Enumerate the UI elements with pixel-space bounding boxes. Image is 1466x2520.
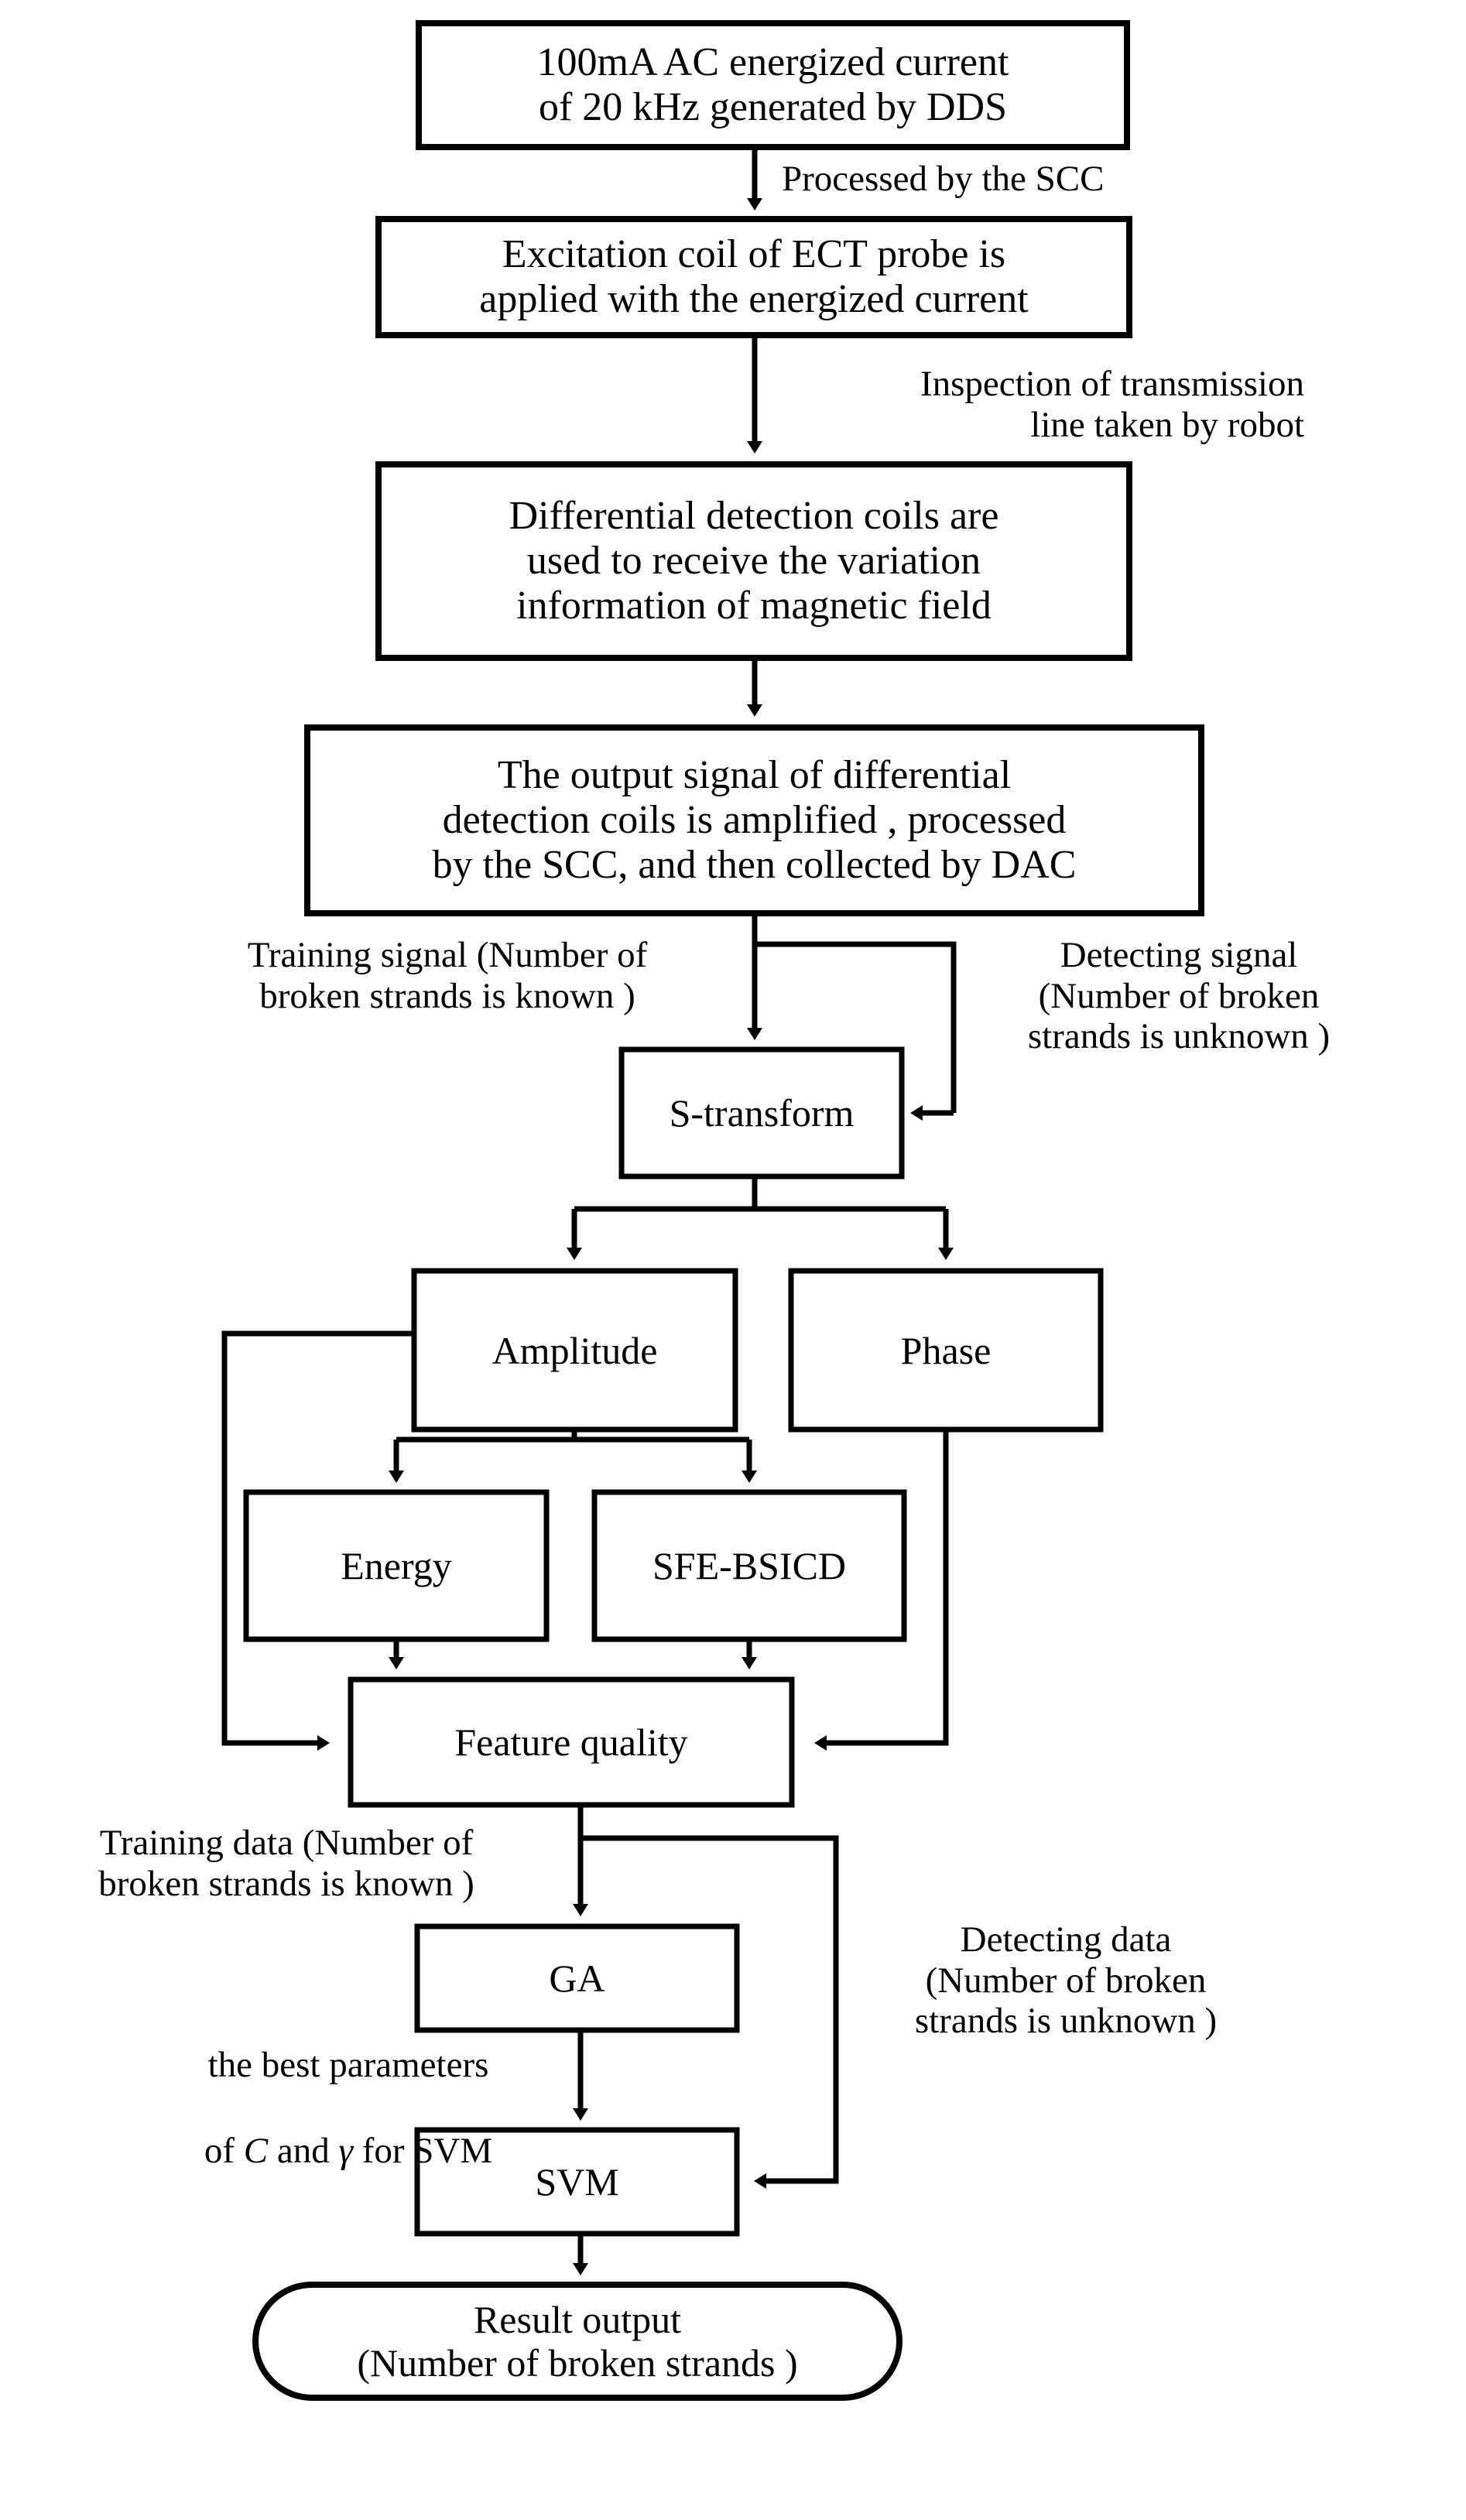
param-suffix: for SVM <box>352 2130 493 2171</box>
edge-phase-bypass <box>814 1429 949 1751</box>
node-dds <box>416 20 1130 150</box>
node-result <box>252 2282 903 2401</box>
node-svm <box>414 2127 740 2237</box>
param-gamma-symbol: γ <box>338 2130 353 2171</box>
node-ga <box>414 1923 740 2033</box>
param-c-symbol: C <box>243 2130 269 2171</box>
node-sfebsicd <box>591 1489 907 1642</box>
node-energy <box>243 1489 550 1642</box>
edge-detecting-signal <box>755 941 957 1113</box>
node-stransform <box>618 1046 905 1180</box>
edge-label-best-parameters-line2: of C and γ for SVM <box>116 2090 581 2171</box>
edge-label-detecting-data: Detecting data (Number of broken strands… <box>914 1919 1218 2042</box>
node-outsignal <box>304 724 1204 916</box>
node-excitation <box>375 216 1132 338</box>
edge-label-detecting-signal: Detecting signal (Number of broken stran… <box>1027 935 1331 1057</box>
edge-detecting-data <box>581 1835 839 2189</box>
param-prefix: of <box>204 2130 244 2171</box>
node-phase <box>788 1268 1104 1433</box>
edge-amplitude-bypass <box>221 1330 414 1751</box>
edge-label-inspection-transmission: Inspection of transmission line taken by… <box>920 364 1304 445</box>
edge-label-training-signal: Training signal (Number of broken strand… <box>247 935 648 1016</box>
node-amplitude <box>411 1268 738 1433</box>
edge-label-processed-by-scc: Processed by the SCC <box>782 159 1105 199</box>
edge-label-best-parameters-line1: the best parameters <box>207 2045 489 2085</box>
param-and: and <box>268 2130 339 2171</box>
node-detcoils <box>375 461 1132 661</box>
edge-label-training-data: Training data (Number of broken strands … <box>98 1823 474 1904</box>
node-featqual <box>348 1676 795 1808</box>
